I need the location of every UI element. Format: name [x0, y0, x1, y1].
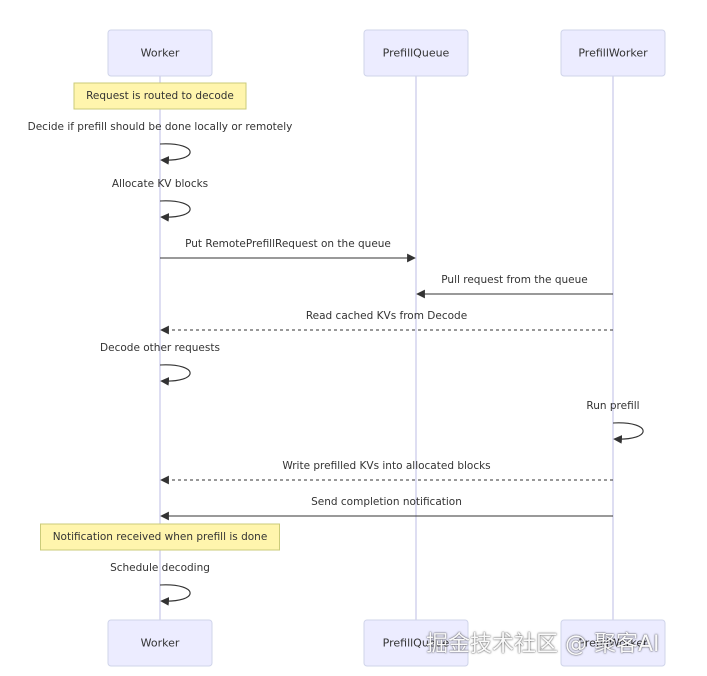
note-text: Notification received when prefill is do… — [53, 531, 268, 543]
step-self-2: Decide if prefill should be done locally… — [28, 121, 293, 165]
step-message-6: Read cached KVs from Decode — [160, 310, 613, 335]
step-message-5: Pull request from the queue — [416, 274, 613, 299]
self-message-label: Run prefill — [586, 400, 639, 412]
self-message-label: Allocate KV blocks — [112, 178, 208, 190]
step-note-11: Notification received when prefill is do… — [40, 523, 280, 551]
step-note-1: Request is routed to decode — [73, 82, 247, 110]
step-self-3: Allocate KV blocks — [112, 178, 208, 222]
note-text: Request is routed to decode — [86, 90, 234, 102]
note-box — [40, 523, 280, 551]
step-self-12: Schedule decoding — [110, 562, 210, 606]
step-self-7: Decode other requests — [100, 342, 220, 386]
message-label: Put RemotePrefillRequest on the queue — [185, 238, 391, 250]
actor-label: PrefillWorker — [578, 47, 648, 60]
step-message-4: Put RemotePrefillRequest on the queue — [160, 238, 416, 263]
message-label: Read cached KVs from Decode — [306, 310, 467, 322]
self-message-arrow — [159, 200, 191, 222]
actor-worker-bottom: Worker — [107, 619, 213, 667]
self-message-label: Decode other requests — [100, 342, 220, 354]
self-message-arrow — [612, 422, 644, 444]
watermark-text: 掘金技术社区 @ 聚客AI — [426, 632, 660, 657]
self-message-label: Schedule decoding — [110, 562, 210, 574]
step-self-8: Run prefill — [586, 400, 644, 444]
step-message-10: Send completion notification — [160, 496, 613, 521]
message-label: Send completion notification — [311, 496, 462, 508]
actor-label: PrefillQueue — [383, 637, 450, 650]
self-message-arrow — [159, 584, 191, 606]
actor-pworker-top: PrefillWorker — [560, 29, 666, 77]
message-label: Pull request from the queue — [441, 274, 587, 286]
note-box — [73, 82, 247, 110]
actor-queue-top: PrefillQueue — [363, 29, 469, 77]
actor-label: PrefillQueue — [383, 47, 450, 60]
actor-label: Worker — [141, 47, 180, 60]
self-message-label: Decide if prefill should be done locally… — [28, 121, 293, 133]
actor-label: Worker — [141, 637, 180, 650]
message-label: Write prefilled KVs into allocated block… — [282, 460, 490, 472]
actor-pworker-bottom: PrefillWorker — [560, 619, 666, 667]
actor-queue-bottom: PrefillQueue — [363, 619, 469, 667]
self-message-arrow — [159, 364, 191, 386]
self-message-arrow — [159, 143, 191, 165]
actor-worker-top: Worker — [107, 29, 213, 77]
actor-label: PrefillWorker — [578, 637, 648, 650]
step-message-9: Write prefilled KVs into allocated block… — [160, 460, 613, 485]
